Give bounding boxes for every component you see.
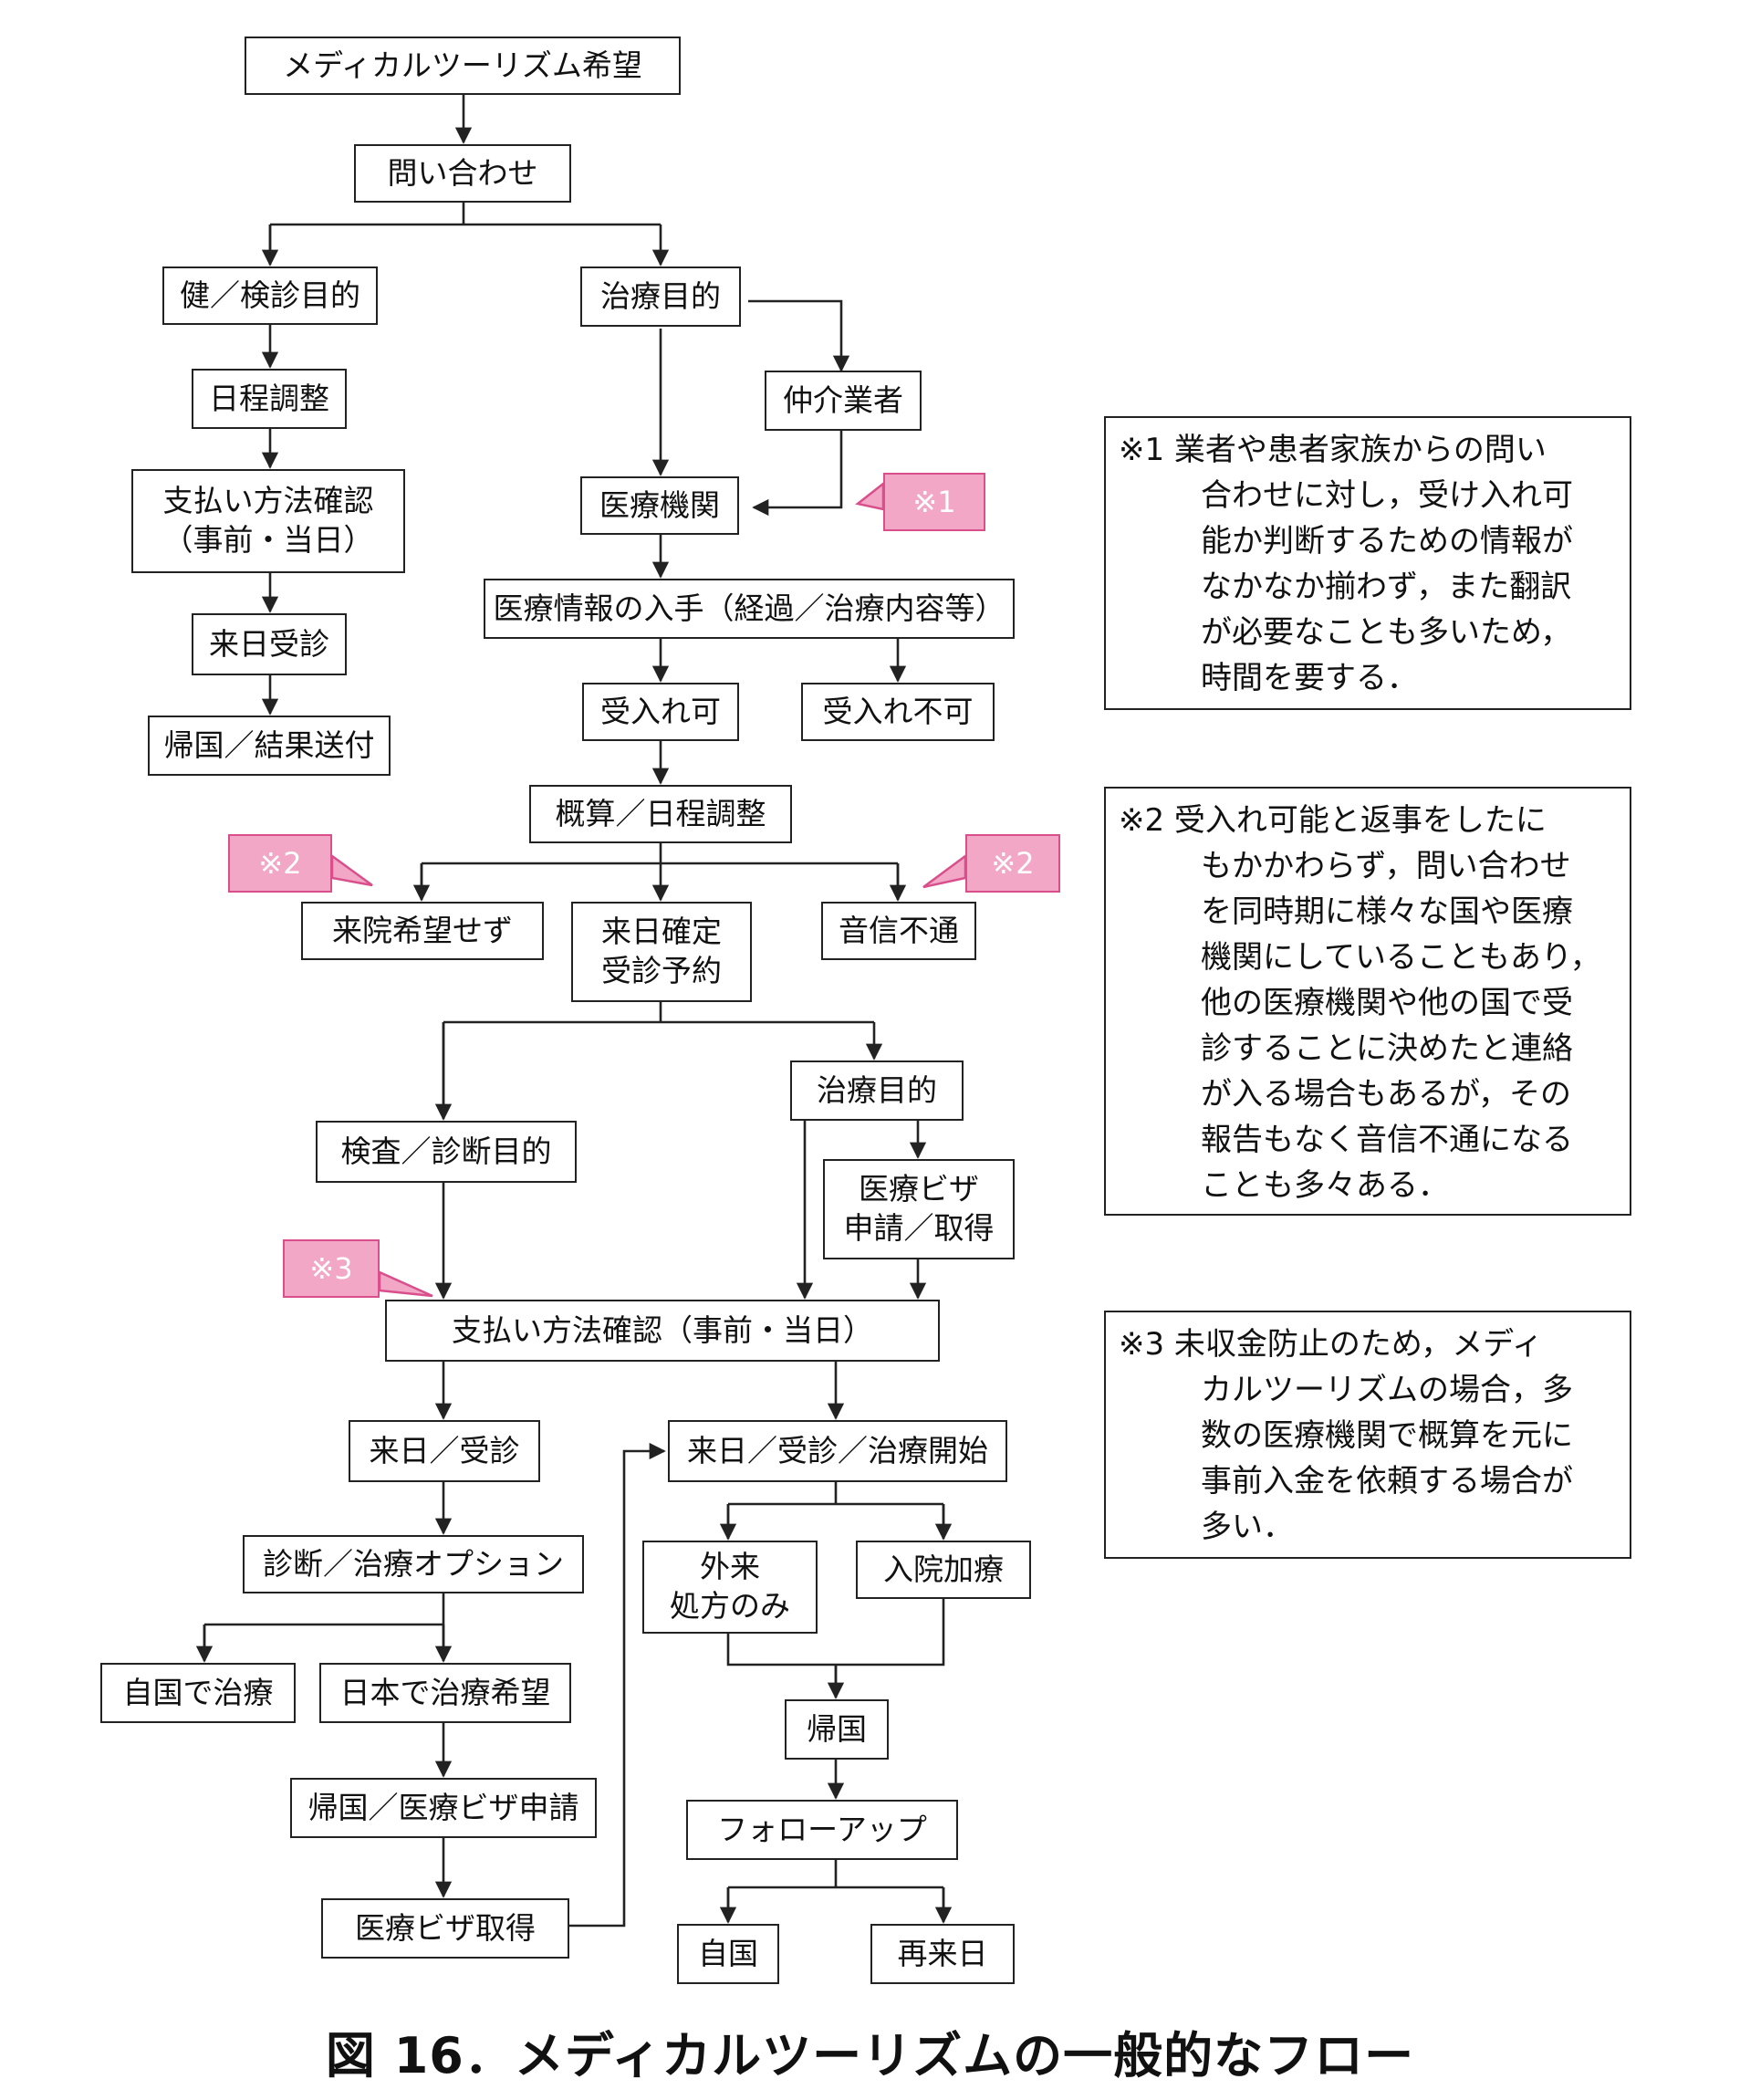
note-2-line: ※2 受入れ可能と返事をしたに <box>1119 802 1547 839</box>
payment-check-box: 支払い方法確認 （事前・当日） <box>131 469 405 573</box>
visit-confirmed-box: 来日確定 受診予約 <box>571 902 752 1002</box>
tag-note1: ※1 <box>883 473 985 531</box>
figure-caption: 図 16．メディカルツーリズムの一般的なフロー <box>325 2027 1415 2084</box>
note-3-line: ※3 未収金防止のため，メディ <box>1119 1326 1543 1363</box>
revisit-box: 再来日 <box>870 1924 1015 1984</box>
accept-box: 受入れ可 <box>582 683 739 741</box>
note-2-line: 診することに決めたと連絡 <box>1201 1030 1573 1067</box>
tag-note3: ※3 <box>283 1239 380 1298</box>
treatment-start-box: 来日／受診／治療開始 <box>668 1420 1007 1482</box>
note-1: ※1 業者や患者家族からの問い 合わせに対し，受け入れ可 能か判断するための情報… <box>1104 416 1631 710</box>
note-2-line: ことも多々ある． <box>1201 1167 1449 1204</box>
tag-note2-right: ※2 <box>965 834 1060 893</box>
schedule-box: 日程調整 <box>192 369 347 429</box>
options-box: 診断／治療オプション <box>243 1535 584 1593</box>
note-1-line: なかなか揃わず，また翻訳 <box>1201 569 1572 605</box>
return-visa-box: 帰国／医療ビザ申請 <box>290 1778 597 1838</box>
note-1-line: が必要なことも多いため， <box>1201 614 1572 651</box>
home-treatment-box: 自国で治療 <box>100 1663 296 1723</box>
arrival-visit-box: 来日／受診 <box>349 1420 540 1482</box>
note-2-line: を同時期に様々な国や医療 <box>1201 893 1573 930</box>
treatment-purpose-box: 治療目的 <box>580 266 741 327</box>
treatment-purpose2-box: 治療目的 <box>790 1060 964 1121</box>
japan-treatment-box: 日本で治療希望 <box>319 1663 571 1723</box>
payment-confirm-box: 支払い方法確認（事前・当日） <box>385 1300 940 1362</box>
hospital-box: 医療機関 <box>580 476 739 535</box>
exam-purpose-box: 検査／診断目的 <box>316 1121 577 1183</box>
note-2-line: が入る場合もあるが，その <box>1201 1076 1571 1113</box>
note-3: ※3 未収金防止のため，メディ カルツーリズムの場合，多 数の医療機関で概算を元… <box>1104 1311 1631 1559</box>
note-1-line: 能か判断するための情報が <box>1201 523 1573 559</box>
visa-get-box: 医療ビザ取得 <box>321 1898 569 1959</box>
visit-box: 来日受診 <box>192 613 347 675</box>
inpatient-box: 入院加療 <box>856 1541 1031 1599</box>
note-1-line: 合わせに対し，受け入れ可 <box>1201 477 1573 514</box>
outpatient-box: 外来 処方のみ <box>642 1541 818 1634</box>
result-send-box: 帰国／結果送付 <box>148 716 391 776</box>
note-2: ※2 受入れ可能と返事をしたに もかかわらず，問い合わせ を同時期に様々な国や医… <box>1104 787 1631 1216</box>
note-3-line: カルツーリズムの場合，多 <box>1201 1372 1573 1408</box>
note-2-line: 他の医療機関や他の国で受 <box>1201 985 1573 1021</box>
note-1-line: 時間を要する． <box>1201 660 1418 696</box>
checkup-purpose-box: 健／検診目的 <box>162 266 378 325</box>
medical-info-box: 医療情報の入手（経過／治療内容等） <box>484 579 1015 639</box>
note-3-line: 多い． <box>1201 1509 1294 1545</box>
no-visit-box: 来院希望せず <box>301 902 544 960</box>
start-box: メディカルツーリズム希望 <box>245 37 681 95</box>
note-3-line: 事前入金を依頼する場合が <box>1201 1463 1573 1499</box>
broker-box: 仲介業者 <box>765 371 922 431</box>
inquiry-box: 問い合わせ <box>354 144 571 203</box>
note-1-line: ※1 業者や患者家族からの問い <box>1119 432 1547 468</box>
visa-apply-box: 医療ビザ 申請／取得 <box>823 1159 1015 1259</box>
home-country-box: 自国 <box>677 1924 779 1984</box>
reject-box: 受入れ不可 <box>801 683 995 741</box>
note-2-line: もかかわらず，問い合わせ <box>1201 848 1571 884</box>
estimate-box: 概算／日程調整 <box>529 785 792 843</box>
note-2-line: 機関にしていることもあり， <box>1201 939 1601 976</box>
note-3-line: 数の医療機関で概算を元に <box>1201 1417 1573 1454</box>
no-contact-box: 音信不通 <box>821 902 976 960</box>
tag-note2-left: ※2 <box>228 834 332 893</box>
followup-box: フォローアップ <box>686 1800 958 1860</box>
go-home-box: 帰国 <box>785 1699 889 1760</box>
note-2-line: 報告もなく音信不通になる <box>1201 1122 1573 1158</box>
